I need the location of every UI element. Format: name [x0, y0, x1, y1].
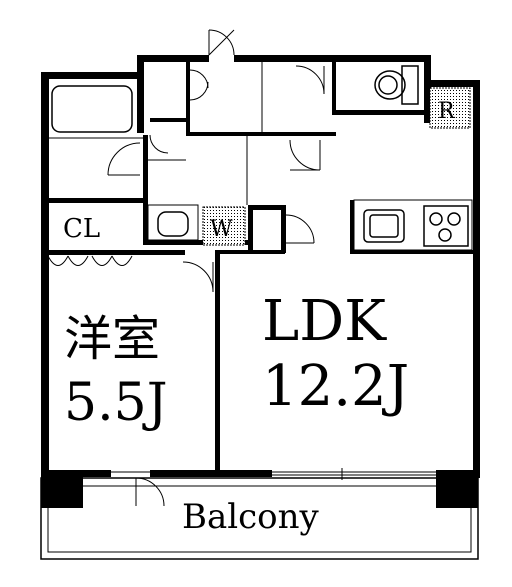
toilet [374, 65, 419, 105]
bathtub [51, 85, 133, 133]
washbasin [157, 211, 189, 237]
washer-label: W [210, 217, 233, 242]
ldk-size: 12.2J [262, 354, 409, 419]
washer-space [202, 206, 246, 246]
interior-walls [41, 62, 475, 475]
balcony [40, 470, 479, 560]
exterior-walls [41, 55, 480, 478]
closet-label: CL [63, 214, 100, 244]
western-room-name: 洋室 [64, 311, 160, 367]
refrigerator-space [429, 87, 471, 129]
thin-lines [49, 62, 473, 251]
balcony-label: Balcony [182, 497, 320, 537]
ldk-name: LDK [262, 289, 387, 354]
kitchen-sink [363, 209, 405, 243]
refrigerator-label: R [438, 99, 456, 124]
doors [47, 29, 440, 507]
western-room-size: 5.5J [64, 373, 168, 433]
stove [423, 205, 469, 247]
